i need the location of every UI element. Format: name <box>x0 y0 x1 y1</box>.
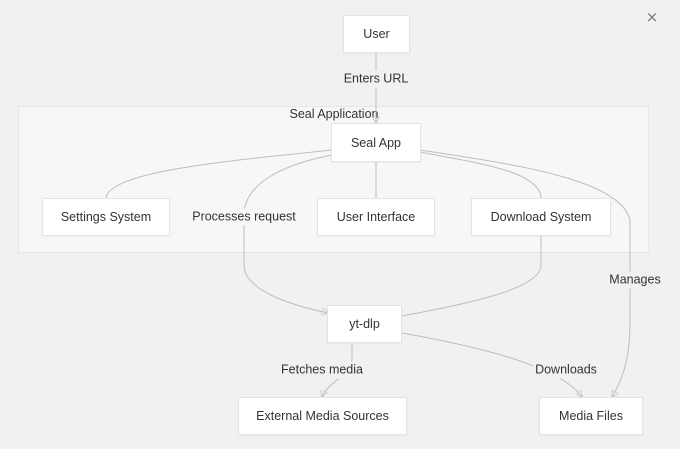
node-external-media-sources: External Media Sources <box>238 397 407 435</box>
node-seal-app: Seal App <box>331 123 421 162</box>
edge-label-manages: Manages <box>607 271 663 289</box>
edge-seal-app-to-download <box>419 151 542 199</box>
edge-label-enters-url: Enters URL <box>341 70 411 88</box>
node-yt-dlp: yt-dlp <box>327 305 402 343</box>
close-icon[interactable]: × <box>645 8 659 26</box>
node-media-files: Media Files <box>539 397 643 435</box>
cluster-label: Seal Application <box>289 107 379 121</box>
edge-label-downloads: Downloads <box>533 361 599 379</box>
edge-seal-app-to-settings <box>105 149 333 199</box>
edge-ytdlp-to-external <box>322 343 353 397</box>
node-user-interface: User Interface <box>317 198 435 236</box>
edge-download-to-ytdlp <box>401 236 542 317</box>
edge-seal-app-to-media-files <box>419 149 631 397</box>
edge-ytdlp-to-media-files <box>401 332 582 397</box>
node-user: User <box>343 15 410 53</box>
node-settings-system: Settings System <box>42 198 170 236</box>
edge-label-processes-request: Processes request <box>190 208 298 226</box>
node-download-system: Download System <box>471 198 611 236</box>
edge-label-fetches-media: Fetches media <box>279 361 365 379</box>
